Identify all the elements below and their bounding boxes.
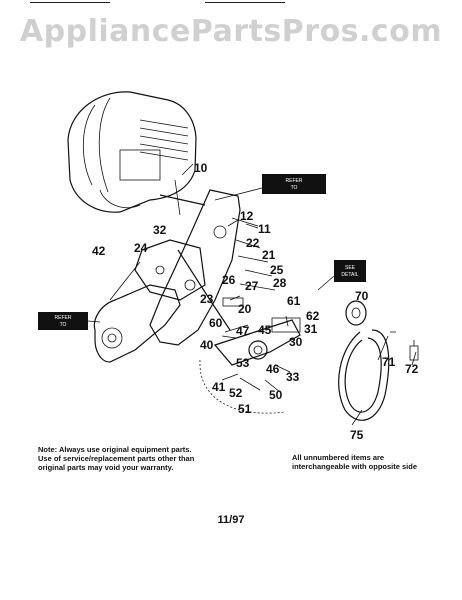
part-label: 40 <box>200 338 214 352</box>
part-label: 11 <box>258 222 271 236</box>
part-label: 75 <box>350 428 364 442</box>
part-label: 12 <box>240 209 254 223</box>
callout-left-line-2: TO <box>60 322 67 328</box>
pulley-belt-drawing <box>338 300 419 421</box>
part-label: 22 <box>246 236 260 250</box>
part-label: 42 <box>92 244 106 258</box>
part-label: 21 <box>262 248 276 262</box>
watermark: AppliancePartsPros.com <box>19 14 443 49</box>
engine-drawing <box>67 91 206 216</box>
part-label: 47 <box>236 324 250 338</box>
part-label: 46 <box>266 362 280 376</box>
part-label: 61 <box>287 294 301 308</box>
part-label: 53 <box>236 356 250 370</box>
part-label: 45 <box>258 323 272 337</box>
callout-left-line-1: REFER <box>55 315 72 321</box>
callout-box-left: REFER TO <box>38 312 101 330</box>
callout-upper-line-2: TO <box>291 185 298 191</box>
leader-lines <box>181 163 417 426</box>
interchangeable-note: All unnumbered items are interchangeable… <box>292 453 418 471</box>
part-label: 41 <box>212 380 226 394</box>
part-label: 23 <box>200 292 214 306</box>
part-label: 25 <box>270 263 284 277</box>
part-label: 51 <box>238 402 252 416</box>
part-label: 32 <box>153 223 167 237</box>
part-number-labels: 10 11 12 20 21 22 23 24 25 26 27 28 30 3… <box>92 161 419 442</box>
part-label: 24 <box>134 241 148 255</box>
part-label: 33 <box>286 370 300 384</box>
part-label: 72 <box>405 362 419 376</box>
part-label: 70 <box>355 289 369 303</box>
part-label: 71 <box>382 355 396 369</box>
header-rule-right <box>205 2 285 3</box>
part-label: 52 <box>229 386 243 400</box>
frame-drawing <box>93 189 241 363</box>
warranty-note: Note: Always use original equipment part… <box>38 445 195 472</box>
part-label: 26 <box>222 273 236 287</box>
callout-right-line-1: SEE <box>345 265 356 271</box>
part-label: 27 <box>245 279 259 293</box>
header-rule-left <box>30 2 110 3</box>
part-label: 30 <box>289 335 303 349</box>
part-label: 60 <box>209 316 223 330</box>
callout-box-right: SEE DETAIL <box>317 260 366 291</box>
page-code: 11/97 <box>217 514 245 526</box>
part-label: 50 <box>269 388 283 402</box>
part-label: 62 <box>306 309 320 323</box>
callout-box-upper: REFER TO <box>214 174 326 201</box>
callout-right-line-2: DETAIL <box>341 272 358 278</box>
part-label: 28 <box>273 276 287 290</box>
part-label: 31 <box>304 322 318 336</box>
callout-upper-line-1: REFER <box>286 178 303 184</box>
part-label: 10 <box>194 161 208 175</box>
part-label: 20 <box>238 302 252 316</box>
